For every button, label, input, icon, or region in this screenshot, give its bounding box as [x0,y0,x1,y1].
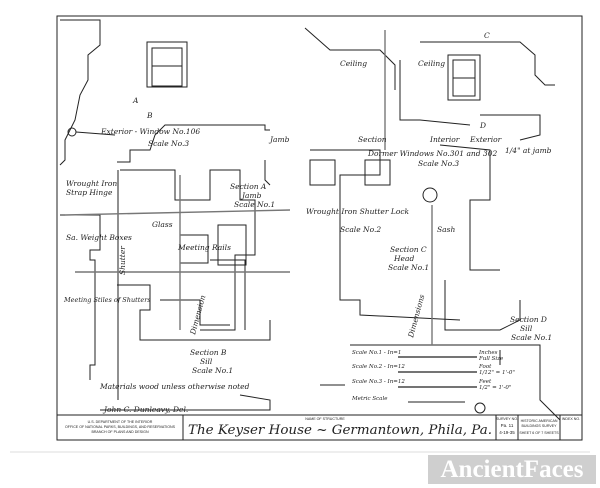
label-section-c: Section C [390,245,427,254]
label-materials-note: Materials wood unless otherwise noted [99,382,250,391]
label-at-jamb: 1/4" at jamb [505,146,552,155]
structure-name: The Keyser House ~ Germantown, Phila, Pa… [188,423,492,438]
section-cut-lines-right [384,30,433,345]
label-shutter-lock: Wrought Iron Shutter Lock [306,207,410,216]
scale-bars: Scale No.1 - In=1 Inches Full Size Scale… [351,350,515,414]
label-glass: Glass [152,220,173,229]
marker-b: B [146,111,153,120]
label-section-a-sub: Jamb [240,191,262,200]
label-weight-boxes: Sa. Weight Boxes [66,233,132,242]
window-106-details [59,19,271,411]
scale-3-note: 1/2" = 1'-0" [479,385,511,391]
label-section-d: Section D [510,315,547,324]
marker-d: D [479,121,486,130]
label-window-106: Exterior - Window No.106 [100,127,200,136]
label-jamb: Jamb [268,135,290,144]
agency-line-1: U.S. DEPARTMENT OF THE INTERIOR [88,420,153,424]
label-section-b-sub: Sill [200,357,213,366]
agency-line-2: OFFICE OF NATIONAL PARKS, BUILDINGS, AND… [65,425,176,429]
habs-line-1: HISTORIC AMERICAN [521,419,558,423]
label-meeting-rails: Meeting Rails [177,243,231,252]
label-interior: Interior [429,135,460,144]
scale-1-note: Full Size [478,356,504,362]
label-shutter-lock-scale: Scale No.2 [340,225,381,234]
label-shutter: Shutter [118,246,127,275]
label-section: Section [358,135,387,144]
title-block: U.S. DEPARTMENT OF THE INTERIOR OFFICE O… [56,414,583,441]
sheet-number: SHEET 6 OF 7 SHEETS [519,431,559,435]
label-ceiling-left: Ceiling [340,59,367,68]
label-meeting-stiles: Meeting Stiles of Shutters [63,296,151,304]
label-sash: Sash [437,225,455,234]
scale-1-unit: Inches [478,350,498,356]
agency-line-3: BRANCH OF PLANS AND DESIGN [91,430,149,434]
label-ceiling-right: Ceiling [418,59,445,68]
scale-4-name: Metric Scale [351,396,388,402]
label-section-d-sub: Sill [520,324,533,333]
marker-a: A [132,96,139,105]
marker-c: C [484,31,490,40]
habs-seal [474,402,486,414]
habs-line-2: BUILDINGS SURVEY [521,424,557,428]
scale-2-name: Scale No.2 - In=12 [352,364,405,370]
survey-date: 4-19-35 [499,430,515,435]
label-section-a-scale: Scale No.1 [234,200,275,209]
label-dimensions: Dimensions [406,293,426,339]
dormer-window-details [304,27,561,421]
label-section-c-scale: Scale No.1 [388,263,429,272]
label-section-b: Section B [190,348,227,357]
scale-3-unit: Feet [478,379,492,385]
scale-2-note: 1/12" = 1'-0" [479,370,515,376]
section-cut-lines [64,175,291,330]
label-exterior: Exterior [469,135,502,144]
scale-2-unit: Foot [478,364,492,370]
survey-no: Pa. 11 [501,423,514,428]
label-delineator: John C. Dunleavy, Del. [102,405,188,414]
survey-caption: SURVEY NO. [496,417,518,421]
label-window-106-scale: Scale No.3 [148,139,189,148]
label-section-c-sub: Head [393,254,414,263]
watermark-logo: AncientFaces [428,455,596,484]
name-caption: NAME OF STRUCTURE [305,417,345,421]
label-section-a: Section A [230,182,267,191]
scale-1-name: Scale No.1 - In=1 [352,350,401,356]
index-caption: INDEX NO. [562,417,580,421]
label-section-b-scale: Scale No.1 [192,366,233,375]
scale-3-name: Scale No.3 - In=12 [352,379,405,385]
label-dormer-scale: Scale No.3 [418,159,459,168]
label-dormer: Dormer Windows No.301 and 302 [367,149,497,158]
label-section-d-scale: Scale No.1 [511,333,552,342]
sheet-border [56,15,583,441]
